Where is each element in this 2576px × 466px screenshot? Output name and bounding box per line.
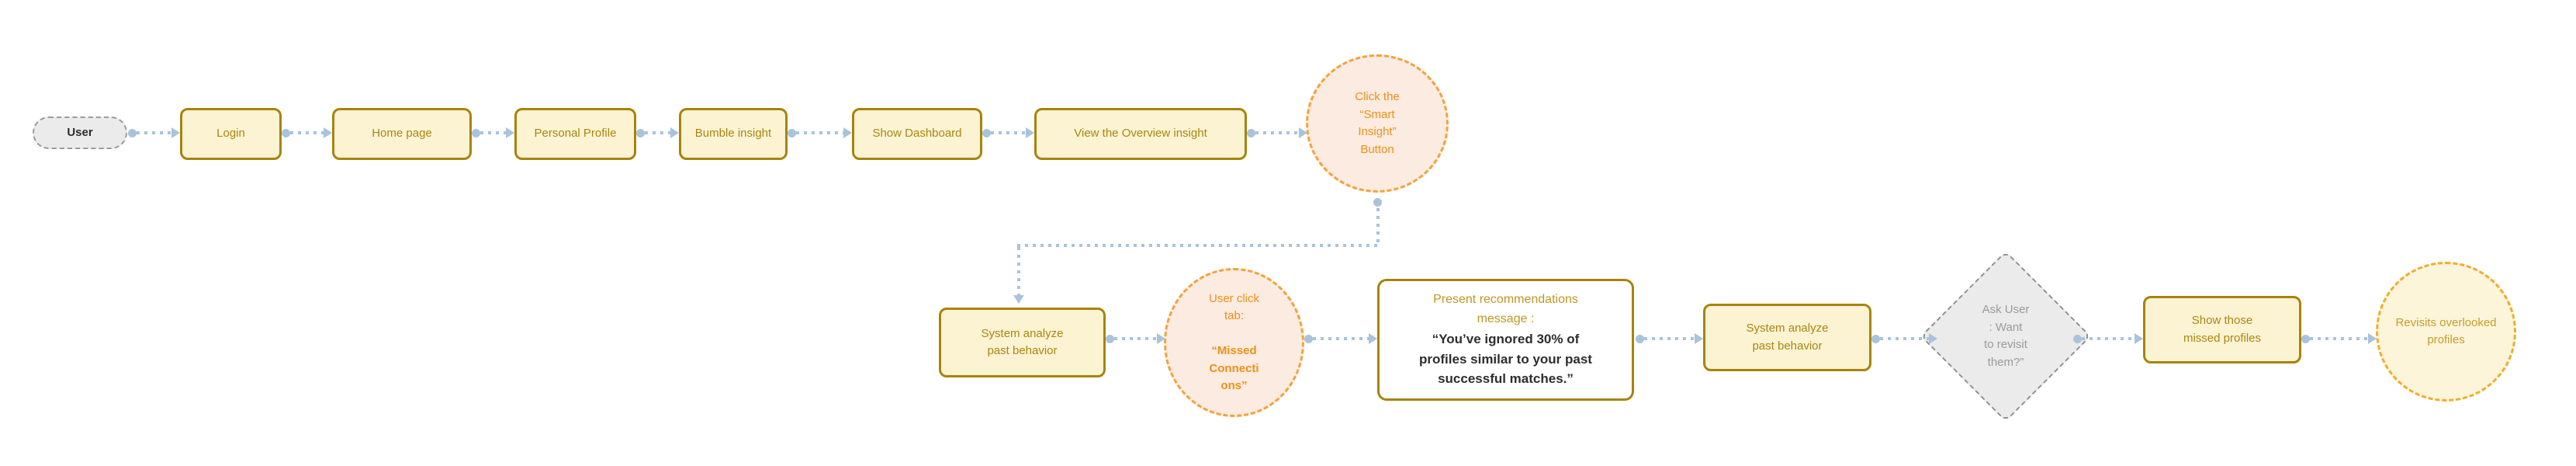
arrow-right-icon: [670, 127, 679, 138]
connector-dot: [2073, 334, 2082, 343]
flow-node-login: Login: [180, 108, 282, 160]
node-label-personal-profile: Personal Profile: [534, 127, 617, 141]
arrow-right-icon: [1157, 333, 1165, 344]
arrow-right-icon: [171, 127, 180, 138]
recommendation-quote: “You’ve ignored 30% of profiles similar …: [1419, 332, 1592, 387]
arrow-right-icon: [2368, 333, 2377, 344]
connector-dashboard-to-overview: [982, 127, 1034, 138]
flow-node-show-dashboard: Show Dashboard: [852, 108, 982, 160]
flow-node-show-missed-profiles: Show those missed profiles: [2143, 296, 2301, 363]
connector-dot: [788, 128, 796, 137]
connector-dot: [1373, 198, 1382, 207]
node-label-home-page: Home page: [372, 127, 432, 141]
node-label-click-smart-insight-button: Click the “Smart Insight” Button: [1355, 90, 1400, 156]
node-label-show-missed-profiles: Show those missed profiles: [2183, 314, 2262, 345]
flow-node-click-smart-insight-button: Click the “Smart Insight” Button: [1306, 54, 1449, 193]
flow-node-view-overview-insight: View the Overview insight: [1034, 108, 1247, 160]
connector-home-to-profile: [472, 127, 514, 138]
flow-node-system-analyze-1: System analyze past behavior: [939, 308, 1106, 377]
node-label-show-dashboard: Show Dashboard: [872, 127, 962, 141]
flow-node-home-page: Home page: [332, 108, 472, 160]
connector-profile-to-bumble: [636, 127, 679, 138]
connector-overview-to-smart-insight: [1247, 127, 1307, 138]
connector-ask-user-to-show-missed: [2073, 333, 2143, 344]
node-label-user: User: [67, 125, 93, 139]
connector-analyze1-to-missed-tab: [1106, 333, 1165, 344]
connector-dot: [282, 128, 290, 137]
node-label-missed-connections-tab: User click tab: “Missed Connecti ons”: [1209, 273, 1259, 412]
connector-dot: [128, 128, 137, 137]
missed-tab-prefix: User click tab:: [1208, 291, 1259, 323]
connector-elbow-segment: [1017, 247, 1020, 295]
connector-dot: [1304, 334, 1313, 343]
node-label-bumble-insight: Bumble insight: [694, 127, 772, 141]
connector-elbow-segment: [1376, 208, 1380, 244]
flow-node-ask-user-decision: Ask User : Want to revisit them?”: [1920, 250, 2092, 423]
connector-login-to-home: [282, 127, 332, 138]
arrow-down-icon: [1013, 295, 1024, 304]
flow-node-bumble-insight: Bumble insight: [679, 108, 788, 160]
connector-missed-tab-to-recommendation: [1304, 333, 1377, 344]
flow-node-missed-connections-tab: User click tab: “Missed Connecti ons”: [1164, 268, 1304, 417]
node-label-system-analyze-1: System analyze past behavior: [981, 326, 1064, 358]
connector-dot: [982, 128, 991, 137]
missed-tab-emphasis: “Missed Connecti ons”: [1209, 344, 1259, 392]
arrow-right-icon: [1369, 333, 1377, 344]
flow-node-recommendation-message: Present recommendations message : “You’v…: [1377, 279, 1634, 401]
arrow-right-icon: [506, 127, 514, 138]
arrow-right-icon: [1929, 333, 1937, 344]
flow-node-system-analyze-2: System analyze past behavior: [1703, 304, 1871, 371]
flow-node-revisits-overlooked-profiles: Revisits overlooked profiles: [2376, 262, 2516, 402]
node-label-revisits-overlooked-profiles: Revisits overlooked profiles: [2395, 315, 2497, 347]
connector-user-to-login: [128, 127, 180, 138]
connector-recommendation-to-analyze2: [1636, 333, 1703, 344]
node-label-view-overview-insight: View the Overview insight: [1074, 127, 1207, 141]
connector-elbow-segment: [1017, 244, 1380, 247]
flow-node-user: User: [33, 116, 127, 149]
connector-dot: [1247, 128, 1255, 137]
connector-show-missed-to-revisit: [2301, 333, 2377, 344]
arrow-right-icon: [1026, 127, 1034, 138]
arrow-right-icon: [1299, 127, 1307, 138]
connector-dot: [472, 128, 480, 137]
flow-node-personal-profile: Personal Profile: [514, 108, 636, 160]
arrow-right-icon: [324, 127, 332, 138]
node-label-ask-user-decision: Ask User : Want to revisit them?”: [1982, 303, 2030, 369]
connector-dot: [636, 128, 645, 137]
connector-analyze2-to-ask-user: [1871, 333, 1937, 344]
connector-dot: [1106, 334, 1114, 343]
connector-dot: [2301, 334, 2310, 343]
node-label-login: Login: [216, 127, 245, 141]
connector-dot: [1636, 334, 1644, 343]
recommendation-title: Present recommendations message :: [1433, 293, 1578, 326]
arrow-right-icon: [843, 127, 852, 138]
arrow-right-icon: [2135, 333, 2143, 344]
connector-bumble-to-dashboard: [788, 127, 852, 138]
arrow-right-icon: [1695, 333, 1703, 344]
connector-dot: [1871, 334, 1880, 343]
node-label-system-analyze-2: System analyze past behavior: [1746, 322, 1829, 353]
